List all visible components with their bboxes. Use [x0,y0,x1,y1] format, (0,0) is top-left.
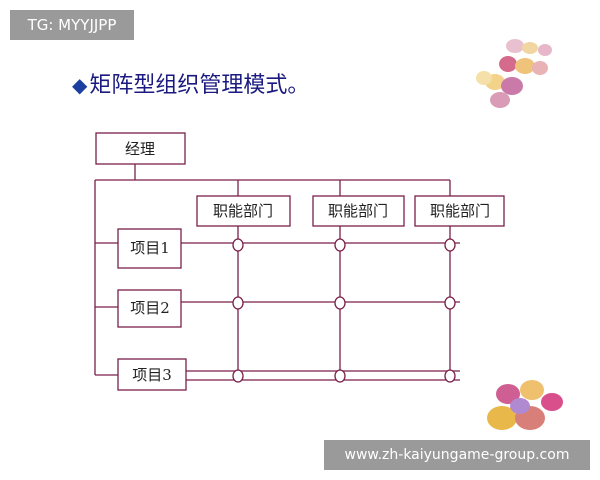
dept-box-1 [196,195,291,227]
project-box-3 [117,358,187,391]
dept-label-3: 职能部门 [430,202,490,220]
node-r1-c3 [444,238,456,252]
project-box-2 [117,289,182,328]
tg-tag: TG: MYYJJPP [10,10,134,40]
dept-label-2: 职能部门 [328,202,388,220]
node-r2-c3 [444,296,456,310]
slide-title-text: 矩阵型组织管理模式。 [89,73,310,98]
candy-decoration-top-right [476,39,552,108]
dept-box-3 [414,195,505,227]
slide-title: ◆矩阵型组织管理模式。 [72,68,309,102]
project-label-1: 项目1 [130,239,170,257]
project-label-2: 项目2 [130,299,170,317]
node-r1-c1 [232,238,244,252]
node-r3-c1 [232,369,244,383]
project-box-1 [117,228,182,269]
project-label-3: 项目3 [132,366,172,384]
diamond-bullet-icon: ◆ [72,73,88,97]
node-r2-c1 [232,296,244,310]
website-watermark: www.zh-kaiyungame-group.com [324,440,590,470]
node-r3-c3 [444,369,456,383]
dept-label-1: 职能部门 [213,202,273,220]
node-r1-c2 [334,238,346,252]
dept-box-2 [312,195,405,227]
node-r2-c2 [334,296,346,310]
manager-box [95,132,186,165]
manager-label: 经理 [125,140,155,158]
candy-decoration-bottom-right [487,380,563,430]
node-r3-c2 [334,369,346,383]
